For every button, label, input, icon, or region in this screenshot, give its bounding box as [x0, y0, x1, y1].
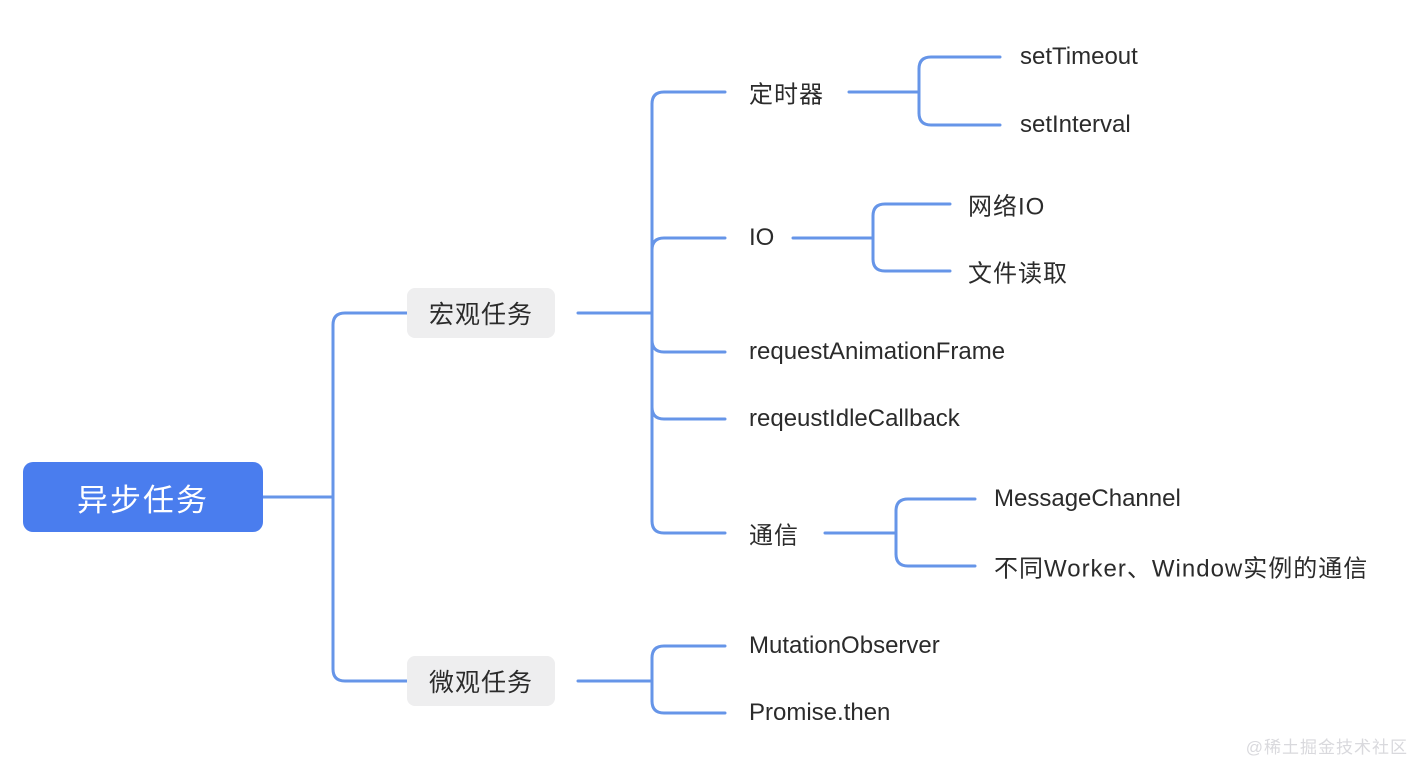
edge-macro-to-timer	[650, 90, 727, 106]
node-network-io[interactable]: 网络IO	[968, 193, 1046, 221]
node-root-async-task[interactable]: 异步任务	[23, 462, 263, 532]
edge-io-to-file	[871, 257, 952, 273]
node-io[interactable]: IO	[749, 224, 775, 251]
edge-timer-to-setinterval	[917, 111, 1002, 127]
node-mutation-observer[interactable]: MutationObserver	[749, 632, 940, 659]
edge-comm-to-workerwindow	[894, 552, 977, 568]
node-request-animation-frame[interactable]: requestAnimationFrame	[749, 338, 1006, 365]
edge-trunk-to-micro	[331, 495, 409, 683]
node-message-channel[interactable]: MessageChannel	[994, 485, 1181, 512]
node-micro-task[interactable]: 微观任务	[407, 656, 556, 706]
node-communication[interactable]: 通信	[749, 522, 799, 550]
node-file-read[interactable]: 文件读取	[968, 260, 1068, 288]
node-worker-window-communication[interactable]: 不同Worker、Window实例的通信	[994, 555, 1369, 583]
edge-macro-to-io	[650, 236, 727, 252]
node-promise-then[interactable]: Promise.then	[749, 699, 891, 726]
node-timer[interactable]: 定时器	[749, 81, 824, 109]
edge-comm-to-messagechannel	[894, 497, 977, 513]
node-setinterval[interactable]: setInterval	[1020, 111, 1131, 138]
watermark: @稀土掘金技术社区	[1245, 738, 1408, 757]
edge-macro-to-comm	[650, 519, 727, 535]
edge-micro-to-promisethen	[650, 699, 727, 715]
edge-timer-to-settimeout	[917, 55, 1002, 71]
edge-io-to-network	[871, 202, 952, 218]
edge-trunk-to-macro	[331, 311, 409, 499]
node-macro-task[interactable]: 宏观任务	[407, 288, 556, 338]
node-settimeout[interactable]: setTimeout	[1020, 43, 1138, 70]
node-request-idle-callback[interactable]: reqeustIdleCallback	[749, 405, 960, 432]
edge-macro-to-ric	[650, 405, 727, 421]
edge-micro-to-mutationobserver	[650, 644, 727, 660]
edge-macro-to-raf	[650, 338, 727, 354]
